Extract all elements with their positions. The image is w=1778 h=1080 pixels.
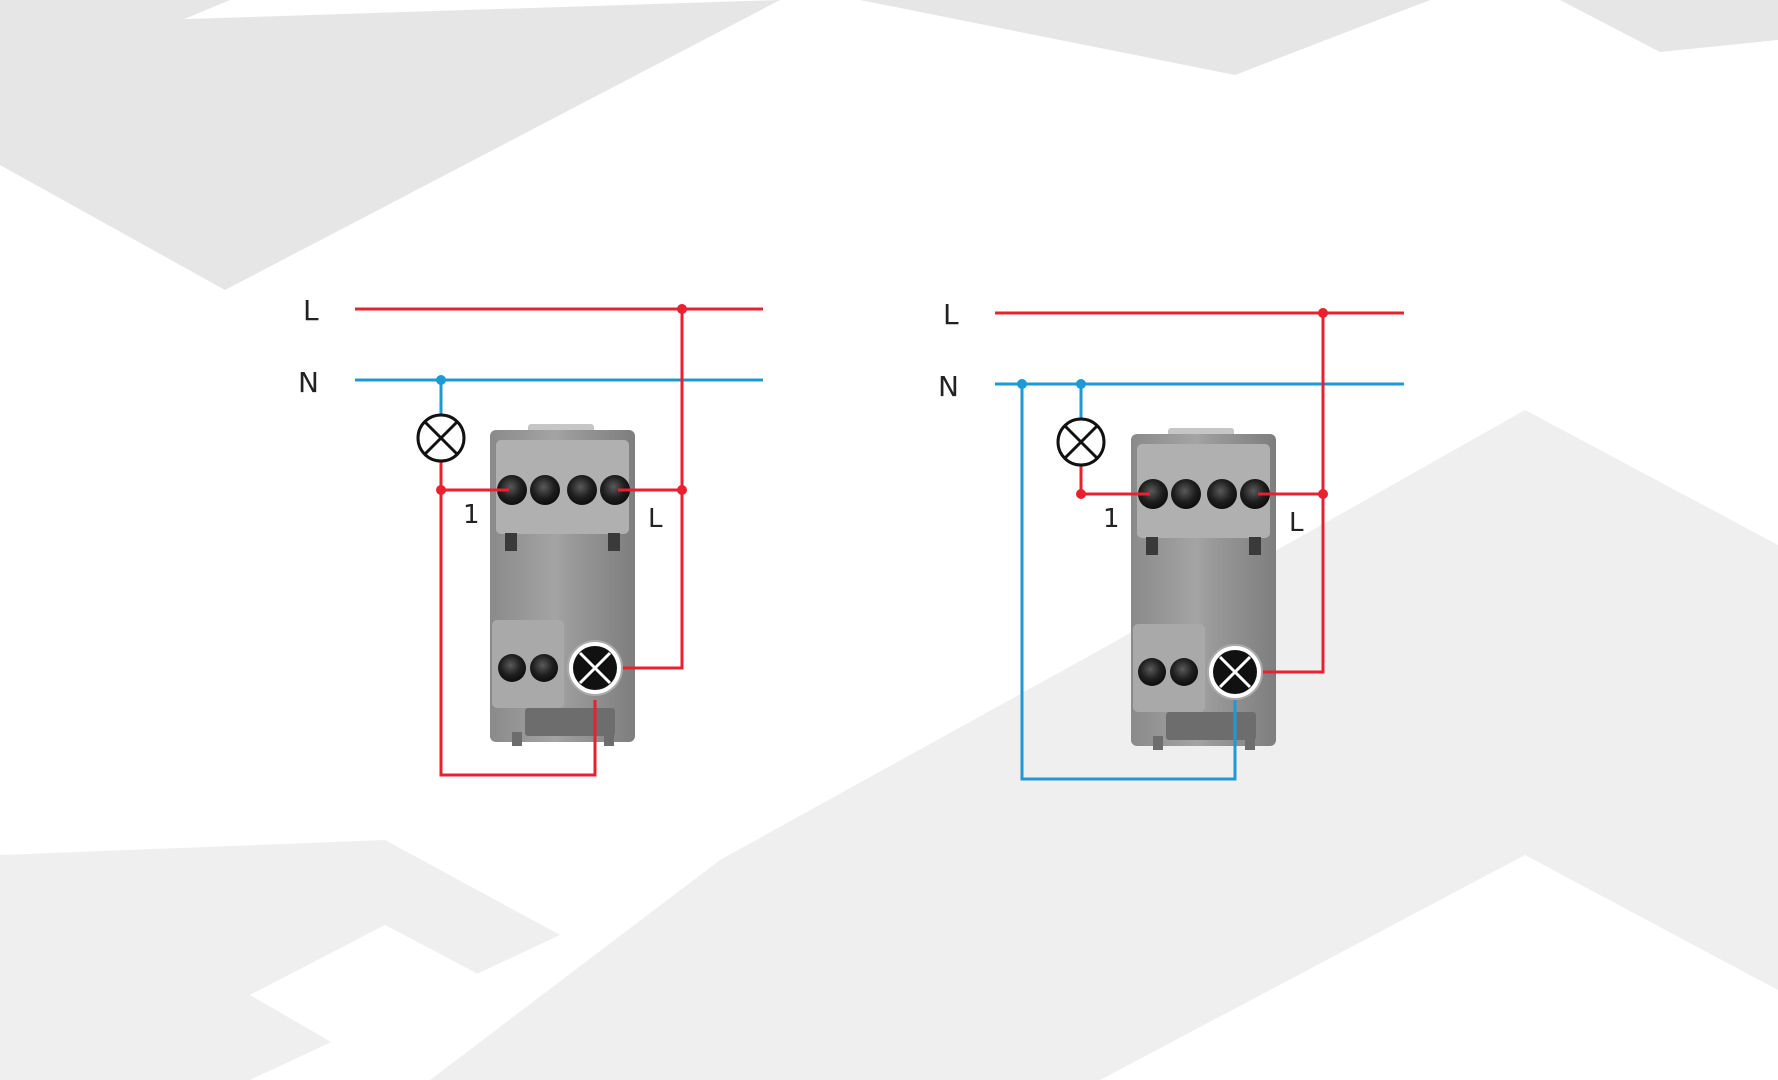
terminal-screw xyxy=(1207,479,1237,509)
junction-dot xyxy=(1318,308,1328,318)
junction-dot xyxy=(677,304,687,314)
switch-device xyxy=(1131,428,1276,750)
background-shape xyxy=(250,925,480,1050)
line-label: L xyxy=(303,294,319,327)
lamp-symbol-icon xyxy=(416,413,466,463)
terminal-l-label: L xyxy=(1289,508,1304,538)
junction-dot xyxy=(436,375,446,385)
background-pattern xyxy=(0,0,1778,290)
junction-dot xyxy=(1076,379,1086,389)
terminal-screw xyxy=(1170,658,1198,686)
junction-dot xyxy=(1017,379,1027,389)
junction-dot xyxy=(436,485,446,495)
background-shape xyxy=(1100,855,1778,1080)
neutral-label: N xyxy=(938,370,959,403)
line-label: L xyxy=(943,298,959,331)
terminal-screw xyxy=(530,475,560,505)
terminal-screw xyxy=(567,475,597,505)
background-shape xyxy=(860,0,1430,75)
neutral-return-wire xyxy=(1020,384,1237,781)
background-shape xyxy=(0,840,560,1080)
terminal-screw xyxy=(498,654,526,682)
indicator-lamp-icon xyxy=(567,640,623,696)
terminal-screw xyxy=(1171,479,1201,509)
background-pattern-white xyxy=(250,855,1778,1080)
junction-dot xyxy=(677,485,687,495)
background-shape xyxy=(1560,0,1778,52)
indicator-lamp-icon xyxy=(1207,644,1263,700)
terminal-screw xyxy=(497,475,527,505)
neutral-label: N xyxy=(298,366,319,399)
terminal-1-label: 1 xyxy=(463,500,480,530)
background-shape xyxy=(0,0,780,290)
terminal-screw xyxy=(600,475,630,505)
junction-dot xyxy=(1076,489,1086,499)
live-wire xyxy=(622,309,684,670)
terminal-screw xyxy=(1138,479,1168,509)
terminal-screw xyxy=(530,654,558,682)
switch-device xyxy=(490,424,635,746)
junction-dot xyxy=(1318,489,1328,499)
terminal-screw xyxy=(1240,479,1270,509)
background-shape xyxy=(0,0,230,25)
live-wire xyxy=(1262,313,1325,674)
lamp-symbol-icon xyxy=(1056,417,1106,467)
terminal-l-label: L xyxy=(648,504,663,534)
diagram-right: L N 1 L xyxy=(938,298,1404,781)
diagram-left: L N 1 L xyxy=(298,294,763,777)
terminal-screw xyxy=(1138,658,1166,686)
switched-wire xyxy=(439,452,597,777)
terminal-1-label: 1 xyxy=(1103,504,1120,534)
